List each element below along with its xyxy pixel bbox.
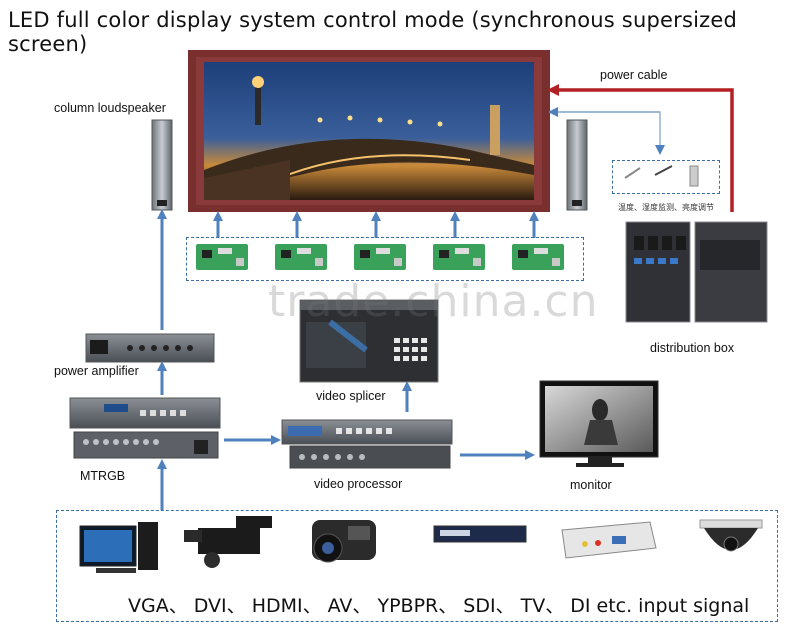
handycam-icon bbox=[312, 520, 376, 563]
desktop-pc-icon bbox=[79, 522, 158, 573]
monitor-label: monitor bbox=[570, 478, 612, 492]
sensor-box bbox=[612, 160, 720, 194]
video-processor-label: video processor bbox=[314, 477, 403, 491]
converter-box-icon bbox=[561, 521, 657, 559]
splicer-icon bbox=[299, 299, 439, 383]
card-arrows bbox=[213, 211, 539, 238]
dvd-player-icon bbox=[433, 525, 527, 543]
watermark: trade.china.cn bbox=[268, 276, 599, 327]
distribution-box-icon bbox=[625, 221, 768, 323]
mtrgb-label: MTRGB bbox=[80, 469, 126, 483]
input-signal-label: VGA、 DVI、 HDMI、 AV、 YPBPR、 SDI、 TV、 DI e… bbox=[128, 595, 750, 617]
power-amplifier-label: power amplifier bbox=[54, 364, 139, 378]
power-cable-line bbox=[547, 84, 734, 212]
matrix-icon bbox=[69, 397, 221, 459]
amplifier-icon bbox=[85, 333, 215, 363]
receiving-cards-box bbox=[186, 237, 584, 281]
monitor-photo-icon bbox=[539, 380, 659, 467]
receiving-cards bbox=[196, 244, 564, 270]
power-cable-label: power cable bbox=[600, 68, 668, 82]
column-loudspeaker-label: column loudspeaker bbox=[54, 101, 166, 115]
video-splicer-label: video splicer bbox=[316, 389, 386, 403]
distribution-box-label: distribution box bbox=[650, 341, 735, 355]
right-speaker-icon bbox=[566, 119, 588, 211]
camcorder-icon bbox=[184, 516, 272, 568]
led-screen bbox=[188, 50, 550, 212]
left-speaker-icon bbox=[151, 119, 173, 211]
dome-camera-icon bbox=[699, 519, 763, 552]
page-title: LED full color display system control mo… bbox=[8, 8, 737, 56]
input-signal-box bbox=[56, 510, 778, 622]
processor-icon bbox=[281, 419, 453, 469]
sensor-items bbox=[624, 165, 699, 187]
sensor-label: 温度、湿度监测、亮度调节 bbox=[618, 203, 714, 212]
